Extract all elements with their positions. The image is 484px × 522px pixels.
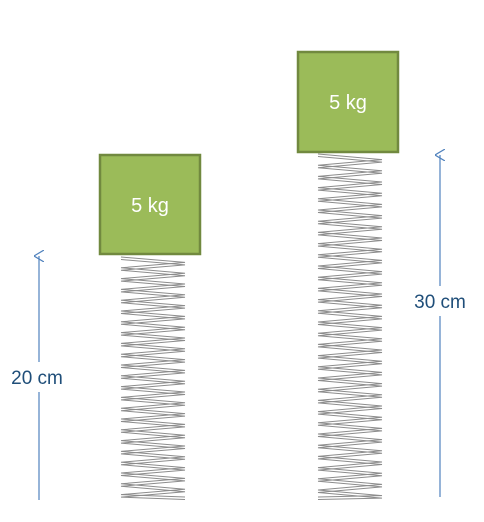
left-height-label: 20 cm <box>11 368 63 389</box>
spring-coil <box>120 256 186 498</box>
spring-coil <box>120 259 186 500</box>
right-mass-box <box>296 50 400 154</box>
left-spring <box>120 256 186 500</box>
right-height-label: 30 cm <box>414 292 466 313</box>
right-spring <box>317 153 383 500</box>
left-mass: 5 kg <box>98 153 202 256</box>
spring-coil <box>317 156 383 500</box>
right-mass: 5 kg <box>296 50 400 154</box>
right-height-arrow: 30 cm <box>414 155 466 497</box>
left-mass-label: 5 kg <box>131 195 169 217</box>
left-mass-box <box>98 153 202 256</box>
spring-coil <box>317 153 383 498</box>
left-height-arrow: 20 cm <box>11 256 63 500</box>
right-mass-label: 5 kg <box>329 92 367 114</box>
